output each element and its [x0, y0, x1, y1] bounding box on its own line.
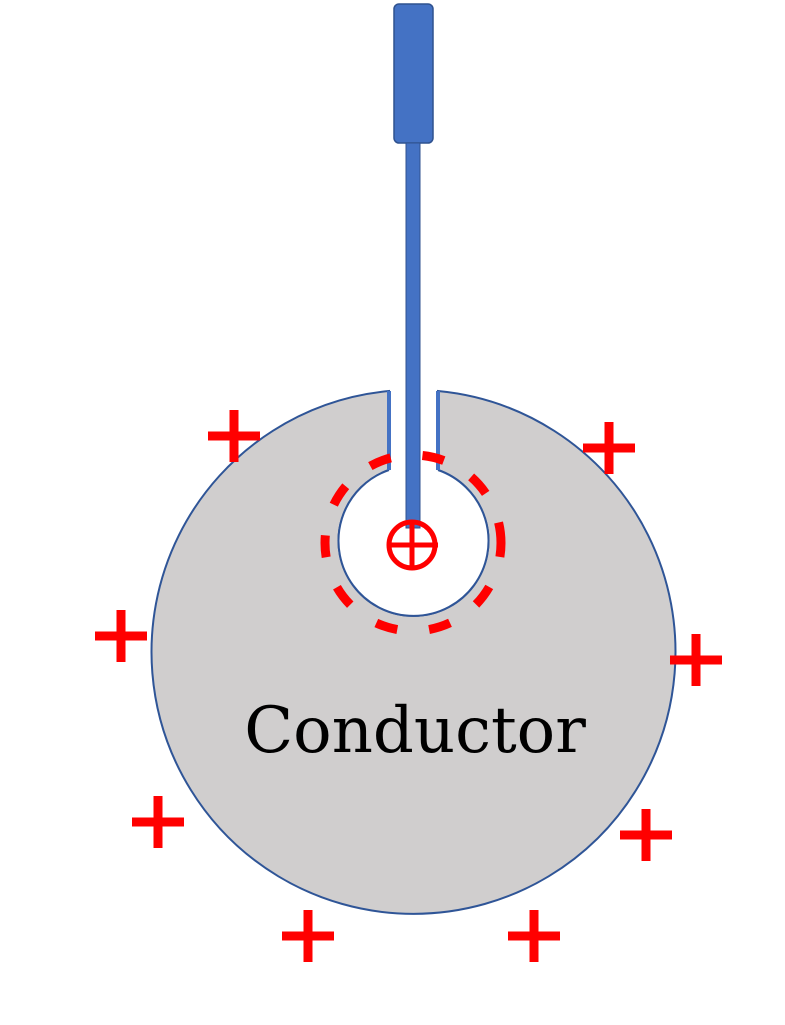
- positive-charge-icon: [620, 809, 672, 861]
- positive-charge-icon: [282, 910, 334, 962]
- induced-charge-ring: [320, 450, 506, 636]
- test-charge-icon: [386, 519, 438, 571]
- positive-charge-icon: [132, 796, 184, 848]
- positive-charge-icon: [508, 910, 560, 962]
- positive-charge-icon: [583, 422, 635, 474]
- positive-charge-icon: [95, 610, 147, 662]
- positive-charge-icon: [208, 410, 260, 462]
- conductor-label: Conductor: [244, 694, 586, 768]
- probe-handle: [393, 3, 434, 144]
- positive-charge-icon: [670, 634, 722, 686]
- probe-rod: [405, 142, 421, 529]
